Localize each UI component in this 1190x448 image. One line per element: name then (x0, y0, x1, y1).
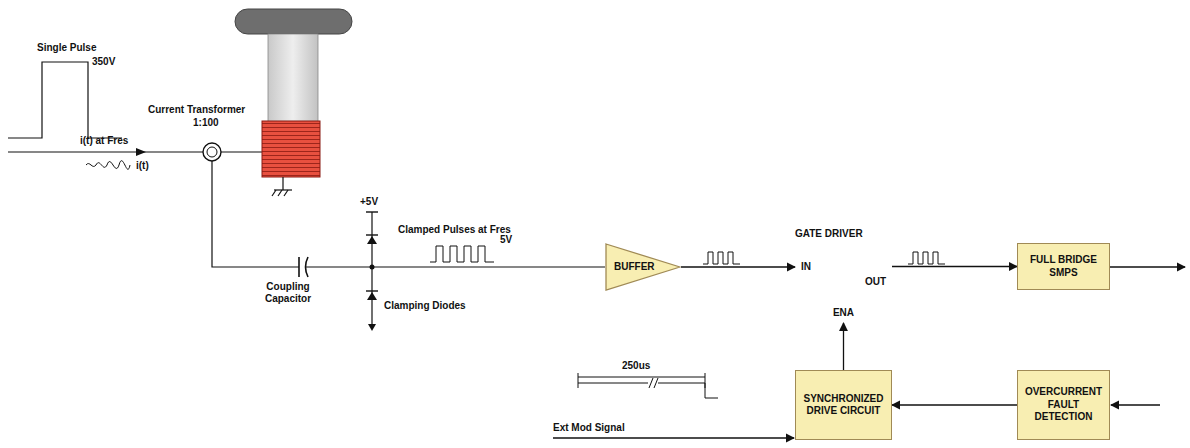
signal-label: Ext Mod Signal (553, 422, 625, 434)
process-box: FULL BRIDGE SMPS (1017, 243, 1110, 290)
supply-bar (366, 211, 378, 212)
current-arrow (136, 148, 146, 156)
connector-arrow (681, 266, 795, 267)
dimension-label: 250us (622, 360, 650, 372)
pulse-train (703, 252, 740, 264)
part-name: Coupling Capacitor (256, 281, 320, 304)
output-wire (1110, 266, 1185, 267)
ext-mod-wire (553, 437, 794, 438)
signal-label: i(t) at Fres (80, 135, 128, 147)
box-text: BUFFER (614, 261, 655, 272)
voltage-label: 5V (500, 234, 512, 246)
box-text: OVERCURRENT FAULT DETECTION (1022, 386, 1105, 424)
toroid (235, 9, 352, 34)
box-text: FULL BRIDGE SMPS (1022, 254, 1105, 279)
ground-wire (282, 177, 283, 190)
pulse-train (430, 246, 494, 262)
input-wire (8, 151, 262, 152)
signal-wire (306, 266, 605, 267)
capacitor-plate (298, 257, 300, 277)
buffer-triangle: BUFFER (605, 243, 681, 291)
diode-symbol (366, 291, 378, 300)
part-name: Current Transformer (148, 104, 245, 116)
ratio-label: 1:100 (193, 117, 219, 129)
mod-waveform (578, 383, 648, 384)
part-name: Clamping Diodes (384, 300, 466, 312)
connector-arrow (843, 323, 844, 370)
fault-input (1111, 404, 1160, 405)
box-heading: GATE DRIVER (795, 228, 863, 239)
signal-label: Single Pulse (37, 42, 96, 54)
voltage-label: 350V (92, 56, 115, 68)
ct-core (207, 147, 217, 157)
gate-driver-box: GATE DRIVERINOUTENA (795, 243, 892, 323)
signal-label: i(t) (136, 160, 149, 172)
primary-coil (262, 121, 320, 177)
coil-column (268, 34, 318, 122)
voltage-label: +5V (360, 196, 378, 208)
diode-symbol (366, 235, 378, 244)
dimension-bracket (578, 373, 705, 388)
connector-arrow (892, 266, 1017, 267)
process-box: OVERCURRENT FAULT DETECTION (1017, 370, 1110, 440)
pin-name: IN (801, 261, 811, 272)
process-box: SYNCHRONIZED DRIVE CIRCUIT (795, 370, 892, 440)
current-transformer (203, 143, 221, 161)
buffer-outline (606, 244, 680, 290)
pulse-train (908, 252, 945, 264)
sine-waveform (86, 161, 130, 170)
pin-name: ENA (795, 307, 892, 318)
junction-dot (370, 265, 375, 270)
ground-symbol (272, 190, 292, 196)
box-text: SYNCHRONIZED DRIVE CIRCUIT (800, 393, 887, 418)
ground-arrow (368, 324, 376, 331)
pin-name: OUT (865, 276, 886, 287)
signal-label: Clamped Pulses at Fres (398, 224, 511, 236)
pulse-waveform (8, 62, 122, 138)
rail-wire (371, 212, 372, 328)
ct-lead (212, 161, 299, 267)
break-mark (649, 378, 658, 388)
connector-arrow (892, 404, 1017, 405)
mod-waveform (658, 383, 718, 398)
